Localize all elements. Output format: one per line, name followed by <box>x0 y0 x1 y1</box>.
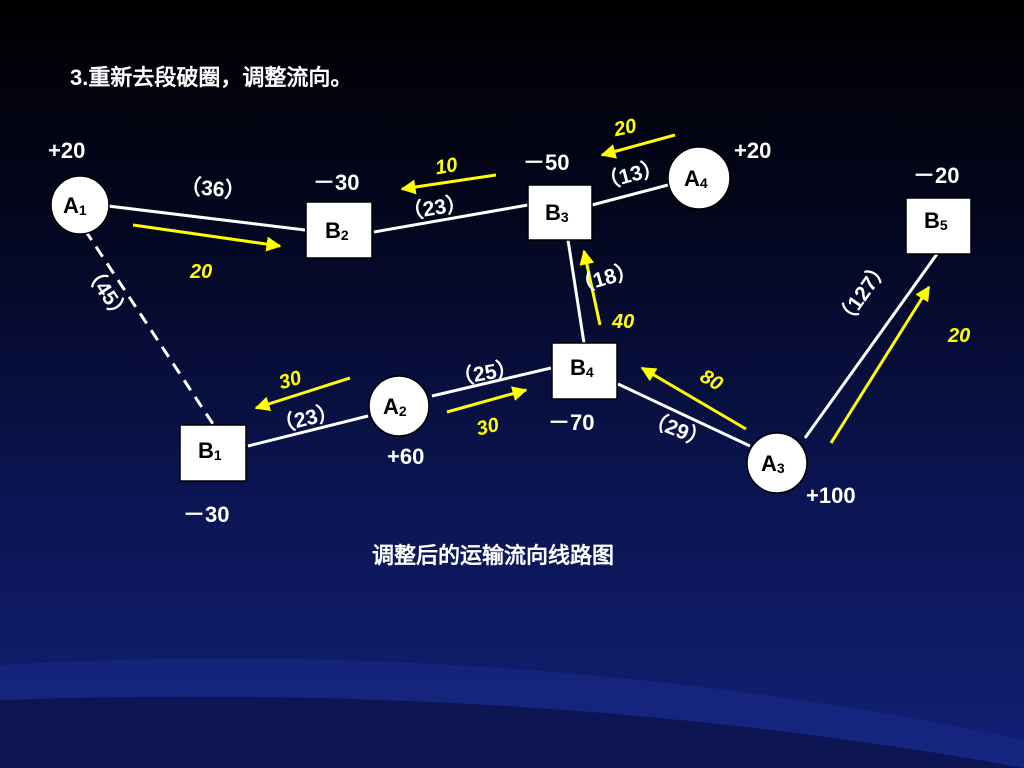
node-a4: A4 <box>667 146 731 210</box>
edge-a3-b5 <box>803 253 939 439</box>
node-a2: A2 <box>368 375 430 437</box>
bottom-swoosh-dark <box>0 696 1024 768</box>
node-b2: B2 <box>305 201 373 259</box>
supply-a1: +20 <box>48 138 85 163</box>
node-a3: A3 <box>746 432 808 494</box>
edge-b3-a4 <box>591 183 669 207</box>
demand-b4: －70 <box>548 410 594 435</box>
demand-b3: －50 <box>523 150 569 175</box>
edge-b3-b4 <box>566 239 586 344</box>
svg-text:B1: B1 <box>198 438 222 463</box>
flow-arrow-b4-b3 <box>579 249 602 326</box>
distance-a2-b4: （25） <box>451 356 520 391</box>
slide-title: 3.重新去段破圈，调整流向。 <box>70 65 352 90</box>
flow-value-b2-b3: 10 <box>433 154 459 180</box>
demand-b5: －20 <box>913 163 959 188</box>
distance-a1-b1: （45） <box>79 259 135 327</box>
diagram-caption: 调整后的运输流向线路图 <box>372 543 614 568</box>
supply-a3: +100 <box>806 483 856 508</box>
flow-arrow-a2-b1 <box>254 376 351 412</box>
distance-b2-b3: （23） <box>400 191 468 225</box>
flow-value-a2-b4: 30 <box>474 414 501 441</box>
flow-value-b4-b3: 40 <box>611 311 634 333</box>
flow-arrow-b2-b3 <box>400 173 497 195</box>
supply-a4: +20 <box>734 138 771 163</box>
edge-a1-b1 <box>83 229 215 425</box>
flow-arrow-a3-b5 <box>829 285 931 444</box>
svg-text:B3: B3 <box>545 200 569 225</box>
distance-a1-b2: （36） <box>179 174 246 204</box>
distance-b3-b4: （18） <box>570 258 639 299</box>
flow-arrow-a2-b4 <box>446 386 528 414</box>
flow-arrow-a4-b3 <box>600 133 676 159</box>
node-b4: B4 <box>551 342 618 400</box>
demand-b2: －30 <box>313 170 359 195</box>
svg-text:B2: B2 <box>325 218 349 243</box>
edge-b1-a2 <box>247 414 369 448</box>
supply-a2: +60 <box>387 444 424 469</box>
svg-text:A4: A4 <box>684 166 708 191</box>
node-b1: B1 <box>179 424 247 482</box>
flow-arrow-a3-b4 <box>640 366 747 431</box>
svg-text:A2: A2 <box>383 394 407 419</box>
flow-value-a1-b2: 20 <box>189 261 212 283</box>
svg-text:A3: A3 <box>761 451 785 476</box>
edge-b2-b3 <box>373 203 529 234</box>
svg-text:A1: A1 <box>63 193 87 218</box>
edge-b4-a3 <box>617 382 751 448</box>
distance-a3-b5: （127） <box>831 255 895 332</box>
svg-text:B5: B5 <box>924 208 948 233</box>
edge-a1-b2 <box>107 204 306 232</box>
flow-arrow-a1-b2 <box>132 223 282 252</box>
flow-value-a4-b3: 20 <box>611 115 638 141</box>
svg-text:B4: B4 <box>570 355 594 380</box>
demand-b1: －30 <box>183 502 229 527</box>
node-b3: B3 <box>527 184 593 241</box>
flow-value-a2-b1: 30 <box>276 367 303 394</box>
flow-value-a3-b4: 80 <box>696 365 726 395</box>
node-b5: B5 <box>905 197 972 255</box>
edge-a2-b4 <box>431 366 552 398</box>
node-a1: A1 <box>50 175 110 235</box>
flow-value-a3-b5: 20 <box>947 325 970 347</box>
